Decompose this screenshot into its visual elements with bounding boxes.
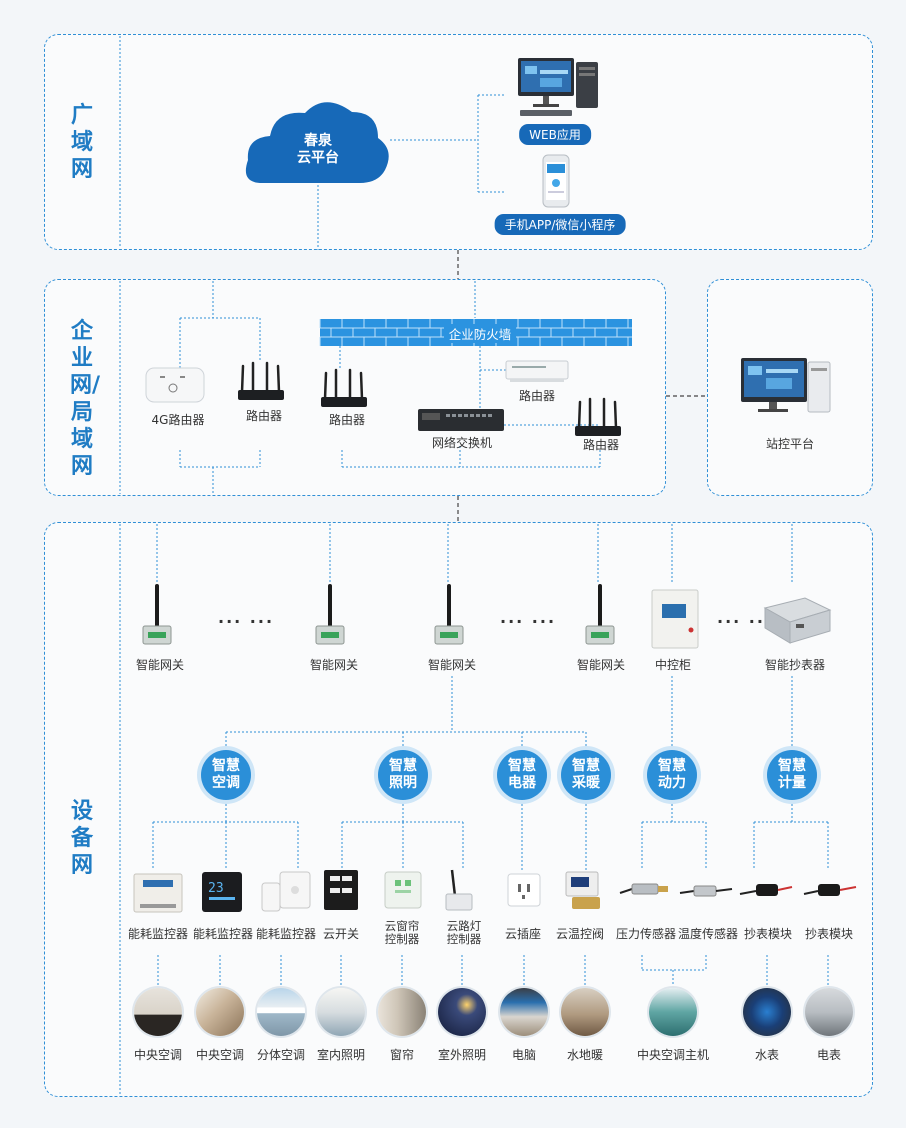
category-power: 智慧 动力 [647,750,697,800]
ellipsis-2: ··· ··· [500,612,557,631]
target-label-4: 室内照明 [316,1048,366,1062]
mobile-app-label: 手机APP/微信小程序 [494,214,626,235]
station-label: 站控平台 [765,437,815,451]
zone-label-wan: 广域网 [70,103,93,182]
device-label-7: 云插座 [504,927,542,941]
temperature-sensor-icon [679,885,733,897]
target-label-3: 分体空调 [256,1048,306,1062]
router-label-c: 路由器 [518,389,556,403]
target-label-11: 电表 [816,1048,842,1062]
target-label-6: 室外照明 [437,1048,487,1062]
gateway-icon-2 [315,584,345,645]
zone-label-device: 设备网 [70,799,93,878]
device-label-8: 云温控阀 [555,927,605,941]
target-label-2: 中央空调 [195,1048,245,1062]
gateway-icon-1 [142,584,172,645]
target-label-1: 中央空调 [133,1048,183,1062]
target-photo-computer [500,988,548,1036]
router-label-a: 路由器 [245,409,283,423]
category-heating: 智慧 采暖 [561,750,611,800]
device-label-11: 抄表模块 [743,927,793,941]
target-label-5: 窗帘 [389,1048,415,1062]
energy-monitor-icon-3 [261,871,311,912]
target-photo-central-ac-host [649,988,697,1036]
wan-panel [44,34,873,250]
ellipsis-3: ··· ··· [717,612,774,631]
metering-module-icon-1 [739,884,793,896]
street-light-controller-icon [445,869,473,911]
category-appliances: 智慧 电器 [497,750,547,800]
router-4g-label: 4G路由器 [151,413,205,427]
target-label-8: 水地暖 [566,1048,604,1062]
curtain-controller-icon [384,871,422,909]
category-metering: 智慧 计量 [767,750,817,800]
target-photo-floor-heating [561,988,609,1036]
target-photo-water-meter [743,988,791,1036]
cloud-label: 春泉 云平台 [297,133,339,166]
target-label-9: 中央空调主机 [636,1048,710,1062]
target-label-7: 电脑 [511,1048,537,1062]
web-app-label: WEB应用 [519,124,591,145]
router-label-d: 路由器 [582,438,620,452]
device-label-10: 温度传感器 [677,927,739,941]
device-label-9: 压力传感器 [615,927,677,941]
temperature-valve-icon [565,871,600,909]
target-photo-central-ac-1 [134,988,182,1036]
pressure-sensor-icon [619,883,668,895]
router-label-b: 路由器 [328,413,366,427]
target-photo-central-ac-2 [196,988,244,1036]
energy-monitor-icon-1 [133,873,183,913]
metering-module-icon-2 [803,884,857,896]
device-label-2: 能耗监控器 [192,927,254,941]
svg-text:23: 23 [208,881,224,896]
target-photo-indoor-lighting [317,988,365,1036]
target-photo-electric-meter [805,988,853,1036]
device-label-6: 云路灯 控制器 [446,919,482,946]
switch-label: 网络交换机 [431,436,493,450]
category-lighting: 智慧 照明 [378,750,428,800]
target-photo-curtain [378,988,426,1036]
target-photo-split-ac [257,988,305,1036]
device-label-5: 云窗帘 控制器 [384,919,420,946]
firewall-label: 企业防火墙 [444,324,516,343]
energy-monitor-icon-2: 23 [202,872,242,912]
gateway-label-3: 智能网关 [427,658,477,672]
cloud-socket-icon [507,873,541,907]
device-label-4: 云开关 [322,927,360,941]
gateway-icon-4 [585,584,615,645]
meter-reader-label: 智能抄表器 [764,658,826,672]
gateway-label-2: 智能网关 [309,658,359,672]
gateway-icon-3 [434,584,464,645]
device-label-12: 抄表模块 [804,927,854,941]
control-cabinet-label: 中控柜 [654,658,692,672]
gateway-label-4: 智能网关 [576,658,626,672]
target-photo-outdoor-lighting [438,988,486,1036]
device-label-1: 能耗监控器 [127,927,189,941]
cloud-switch-icon [324,870,358,910]
gateway-label-1: 智能网关 [135,658,185,672]
target-label-10: 水表 [754,1048,780,1062]
device-label-3: 能耗监控器 [255,927,317,941]
category-air-conditioning: 智慧 空调 [201,750,251,800]
ellipsis-1: ··· ··· [218,612,275,631]
